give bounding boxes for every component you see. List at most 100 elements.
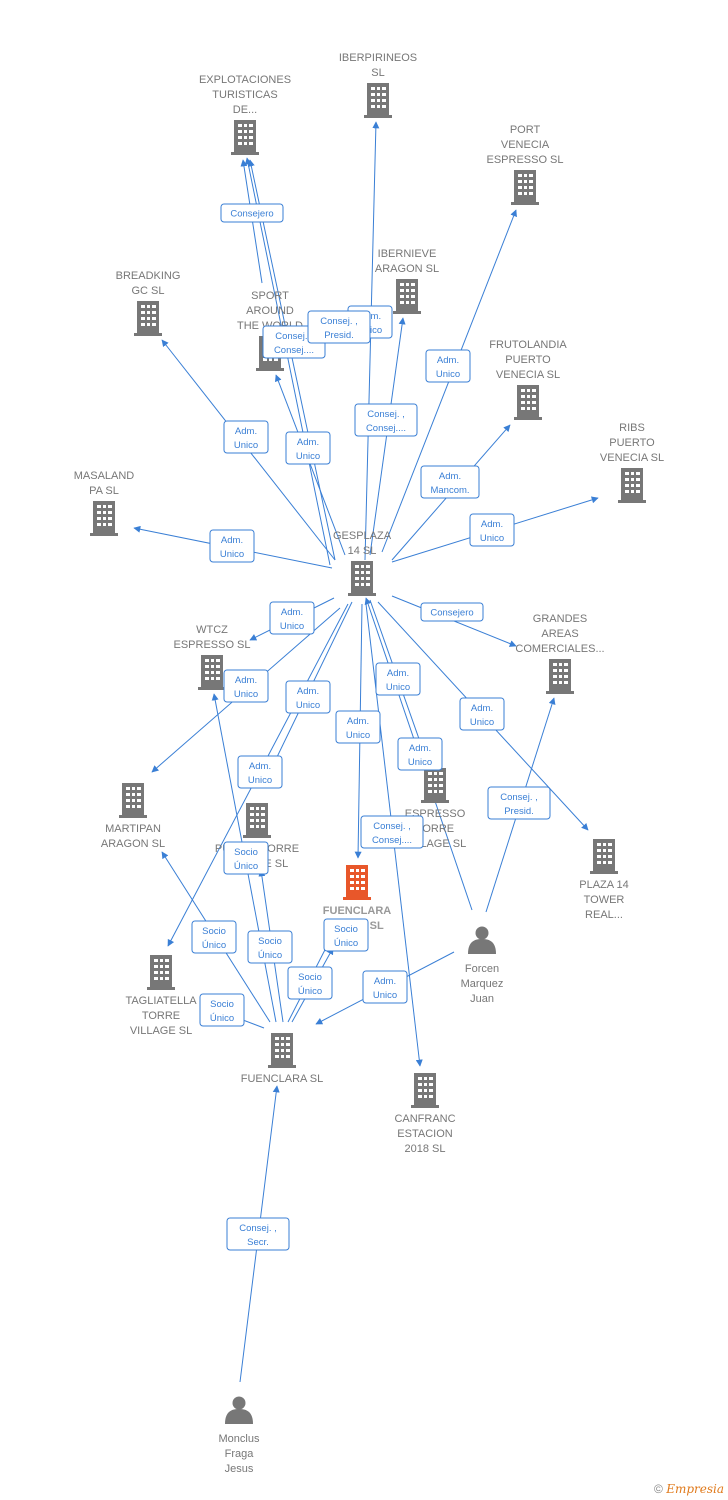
edge-label-text: Adm. bbox=[221, 535, 243, 546]
node-label-line: EXPLOTACIONES bbox=[199, 74, 291, 86]
edge-label-text: Socio bbox=[210, 999, 234, 1010]
person-icon bbox=[225, 1396, 253, 1424]
edge-label-gesplaza-to-grandesareas[interactable]: Consejero bbox=[420, 602, 484, 622]
edge-label-text: Unico bbox=[373, 990, 397, 1001]
edge-label-text: Consej.... bbox=[366, 423, 406, 434]
edge-label-gesplaza-to-canfranc[interactable]: Consej. ,Consej.... bbox=[360, 815, 424, 849]
building-icon bbox=[147, 955, 175, 990]
edge-label-text: Adm. bbox=[249, 761, 271, 772]
node-fuenclara[interactable]: FUENCLARA SL bbox=[241, 1033, 324, 1085]
edge-label-text: Socio bbox=[334, 924, 358, 935]
node-label-line: GESPLAZA bbox=[333, 530, 392, 542]
building-icon bbox=[546, 659, 574, 694]
building-icon bbox=[421, 768, 449, 803]
edge-label-box bbox=[223, 669, 269, 703]
edge-label-gesplaza-to-espressotorre[interactable]: Adm.Unico bbox=[375, 662, 421, 696]
node-label-line: 14 SL bbox=[348, 545, 377, 557]
edge-label-box bbox=[269, 601, 315, 635]
edge-label-box bbox=[287, 966, 333, 1000]
edge-label-text: Unico bbox=[408, 757, 432, 768]
copyright-symbol: © bbox=[654, 1482, 663, 1496]
node-plaza14[interactable]: PLAZA 14TOWERREAL... bbox=[579, 839, 629, 921]
edge-label-gesplaza-to-sportaround[interactable]: Adm.Unico bbox=[285, 431, 331, 465]
edge-labels-layer: Consej. ,Consej....ConsejeroAdm.UnicoAdm… bbox=[191, 203, 551, 1251]
node-label-line: MARTIPAN bbox=[105, 823, 161, 835]
node-label-line: GC SL bbox=[131, 285, 164, 297]
edge-label-sportaround-to-explotaciones[interactable]: Consejero bbox=[220, 203, 284, 223]
node-label-line: 2018 SL bbox=[405, 1143, 446, 1155]
edge-label-gesplaza-to-martipan[interactable]: Adm.Unico bbox=[223, 669, 269, 703]
edge-label-text: Unico bbox=[234, 440, 258, 451]
node-label-line: ARAGON SL bbox=[375, 263, 439, 275]
edge-label-text: Unico bbox=[234, 689, 258, 700]
edge-label-box bbox=[360, 815, 424, 849]
edge-label-text: Adm. bbox=[439, 471, 461, 482]
edge-label-box bbox=[285, 431, 331, 465]
edge-label-gesplaza-to-masaland[interactable]: Adm.Unico bbox=[209, 529, 255, 563]
node-label-line: FRUTOLANDIA bbox=[489, 339, 567, 351]
edge-label-text: Unico bbox=[296, 451, 320, 462]
node-label-line: IBERNIEVE bbox=[378, 248, 437, 260]
brand-logo[interactable]: Empresia bbox=[666, 1482, 724, 1496]
edge-label-text: Consej. , bbox=[500, 792, 538, 803]
edge-label-text: Único bbox=[334, 938, 358, 949]
edge-label-gesplaza-to-plaza14[interactable]: Adm.Unico bbox=[459, 697, 505, 731]
node-label-line: TAGLIATELLA bbox=[125, 995, 197, 1007]
node-label-line: VENECIA SL bbox=[496, 369, 560, 381]
edge-label-text: Consej. , bbox=[320, 316, 358, 327]
node-label-line: ESPRESSO SL bbox=[486, 154, 563, 166]
edge-label-gesplaza-to-frutolandia[interactable]: Adm.Mancom. bbox=[420, 465, 480, 499]
node-ibernieve[interactable]: IBERNIEVE ARAGON SL bbox=[375, 248, 439, 314]
node-label-line: FUENCLARA bbox=[323, 905, 391, 917]
node-label-line: SPORT bbox=[251, 290, 289, 302]
node-gesplaza[interactable]: GESPLAZA 14 SL bbox=[333, 530, 392, 596]
edge-label-text: Adm. bbox=[347, 716, 369, 727]
edge-label-gesplaza-to-tagliatella[interactable]: Adm.Unico bbox=[237, 755, 283, 789]
node-label-line: VILLAGE SL bbox=[130, 1025, 192, 1037]
edge-label-gesplaza-to-ibernieve[interactable]: Consej. ,Consej.... bbox=[354, 403, 418, 437]
edge-label-text: Adm. bbox=[409, 743, 431, 754]
node-label-line: Juan bbox=[470, 993, 494, 1005]
edge-label-forcen-to-gesplaza[interactable]: Adm. Unico bbox=[397, 737, 443, 771]
edge-label-gesplaza-to-ribs[interactable]: Adm.Unico bbox=[469, 513, 515, 547]
footer: © Empresia bbox=[654, 1482, 724, 1496]
edge-label-gesplaza-to-breadking[interactable]: Adm.Unico bbox=[223, 420, 269, 454]
building-icon bbox=[119, 783, 147, 818]
edge-label-gesplaza-to-portvenecia[interactable]: Adm.Unico bbox=[425, 349, 471, 383]
edge-label-forcen-to-fuenclara[interactable]: Adm.Unico bbox=[362, 970, 408, 1004]
edge-label-gesplaza-to-explotaciones[interactable]: Consej. ,Presid. bbox=[307, 310, 371, 344]
edge-label-text: Secr. bbox=[247, 1237, 269, 1248]
node-explotaciones[interactable]: EXPLOTACIONESTURISTICASDE... bbox=[199, 74, 291, 155]
edge-label-text: Adm. bbox=[471, 703, 493, 714]
edge-label-text: Consejero bbox=[430, 608, 473, 619]
edge-label-gesplaza-to-puertatorre[interactable]: Adm.Unico bbox=[285, 680, 331, 714]
node-grandesareas[interactable]: GRANDESAREASCOMERCIALES... bbox=[515, 613, 605, 694]
edge-label-text: Socio bbox=[234, 847, 258, 858]
edge-label-text: Adm. bbox=[437, 355, 459, 366]
edge-label-monclus-to-fuenclara[interactable]: Consej. ,Secr. bbox=[226, 1217, 290, 1251]
node-label-line: VENECIA SL bbox=[600, 452, 664, 464]
edge-label-gesplaza-to-wtcz[interactable]: Adm.Unico bbox=[269, 601, 315, 635]
edge-label-gesplaza-to-fuenclaraplaza[interactable]: Adm.Unico bbox=[335, 710, 381, 744]
edge-label-forcen-to-grandesareas[interactable]: Consej. ,Presid. bbox=[487, 786, 551, 820]
node-label-line: PUERTO bbox=[609, 437, 655, 449]
